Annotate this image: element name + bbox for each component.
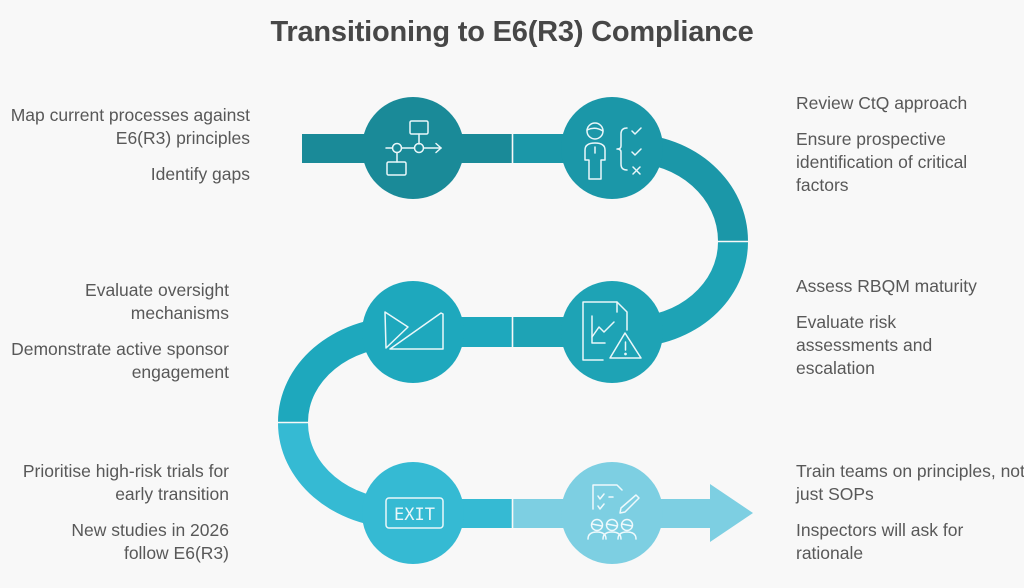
note-text: Identify gaps: [150, 164, 250, 184]
stage-6-circle[interactable]: [561, 462, 663, 564]
stage-2-notes: Review CtQ approach Ensure prospective i…: [796, 92, 1024, 210]
arrow-head: [710, 484, 753, 542]
note-text: Demonstrate active sponsor engagement: [11, 339, 229, 382]
note-text: Map current processes against E6(R3) pri…: [10, 105, 250, 148]
stage-5-circle[interactable]: [362, 462, 464, 564]
note-text: Evaluate risk assessments and escalation: [796, 312, 933, 378]
stage-3-circle[interactable]: [561, 281, 663, 383]
team-training-icon: [587, 484, 640, 540]
stage-3-notes: Assess RBQM maturity Evaluate risk asses…: [796, 275, 1024, 393]
person-checklist-icon: [584, 122, 642, 180]
process-flow-icon: [385, 120, 443, 176]
stage-1-notes: Map current processes against E6(R3) pri…: [10, 104, 250, 199]
note-text: Ensure prospective identification of cri…: [796, 129, 968, 195]
note-text: Prioritise high-risk trials for early tr…: [22, 461, 229, 504]
exit-sign-label: EXIT: [394, 505, 435, 525]
exit-sign-icon: EXIT: [385, 497, 444, 529]
stage-5-notes: Prioritise high-risk trials for early tr…: [0, 460, 229, 578]
note-text: New studies in 2026 follow E6(R3): [71, 520, 229, 563]
stage-2-circle[interactable]: [561, 97, 663, 199]
note-text: Train teams on principles, not just SOPs: [796, 461, 1024, 504]
stage-4-notes: Evaluate oversight mechanisms Demonstrat…: [0, 279, 229, 397]
note-text: Review CtQ approach: [796, 93, 968, 113]
oversight-triangles-icon: [384, 311, 444, 350]
page-title: Transitioning to E6(R3) Compliance: [270, 16, 754, 48]
stage-6-notes: Train teams on principles, not just SOPs…: [796, 460, 1024, 578]
note-text: Assess RBQM maturity: [796, 276, 977, 296]
note-text: Inspectors will ask for rationale: [796, 520, 964, 563]
report-warning-icon: [582, 301, 642, 361]
note-text: Evaluate oversight mechanisms: [85, 280, 229, 323]
